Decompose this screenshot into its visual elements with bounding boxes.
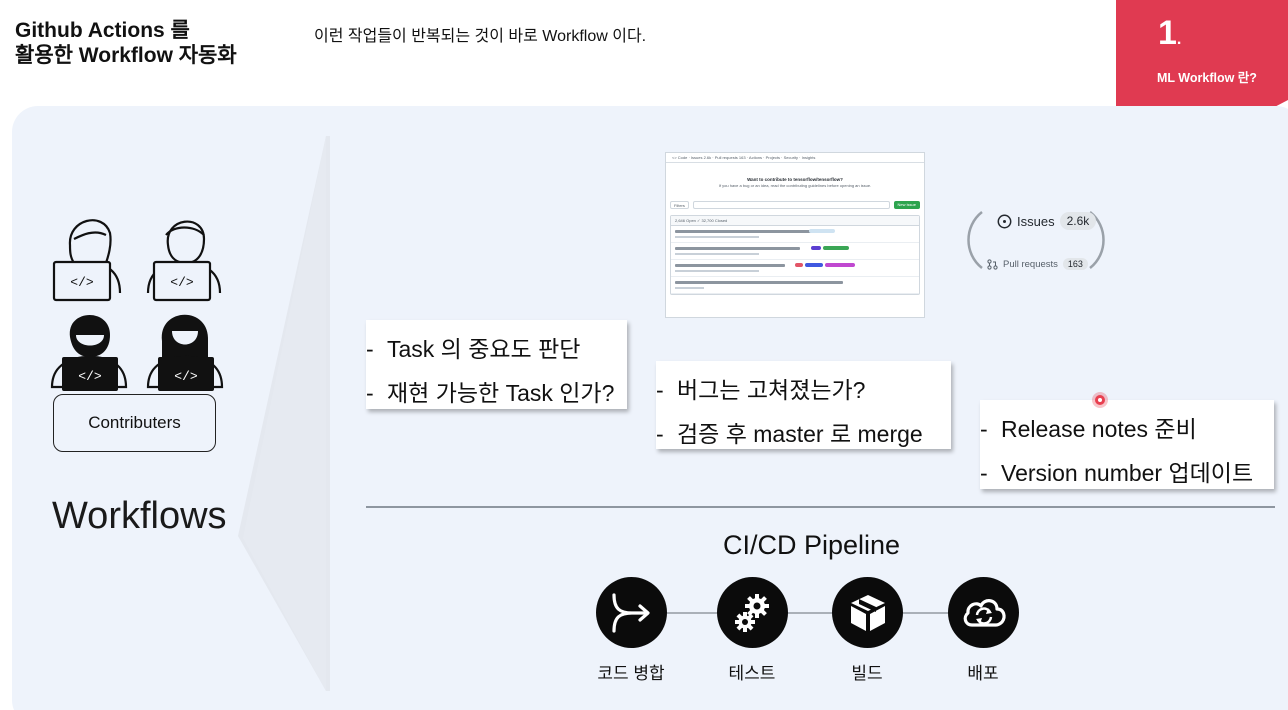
slide-title-line2: 활용한 Workflow 자동화 bbox=[15, 44, 237, 67]
pull-requests-label: Pull requests bbox=[1003, 258, 1058, 270]
github-issue-row bbox=[671, 226, 919, 243]
pipeline-title: CI/CD Pipeline bbox=[723, 530, 901, 560]
note-text: 버그는 고쳐졌는가? bbox=[677, 377, 866, 403]
stage-label-deploy: 배포 bbox=[967, 664, 999, 683]
github-filter-bar: Filters New issue bbox=[666, 193, 924, 213]
section-label: ML Workflow 란? bbox=[1157, 71, 1257, 85]
note-text: Version number 업데이트 bbox=[1001, 460, 1254, 486]
chevron-divider bbox=[238, 136, 330, 691]
developer-filled-icon: </> bbox=[146, 314, 224, 391]
pull-requests-count: 163 bbox=[1062, 258, 1088, 270]
svg-text:</>: </> bbox=[170, 275, 194, 290]
github-list-header: 2,646 Open ✓ 32,700 Closed bbox=[671, 216, 919, 226]
cloud-sync-icon bbox=[963, 598, 1006, 627]
slide-title-line1: Github Actions 를 bbox=[15, 19, 190, 42]
github-issue-row bbox=[671, 277, 919, 294]
merge-icon bbox=[611, 592, 650, 633]
pipeline-connector bbox=[667, 612, 719, 614]
pull-request-icon bbox=[987, 258, 998, 270]
slide-subtitle: 이런 작업들이 반복되는 것이 바로 Workflow 이다. bbox=[314, 28, 647, 45]
stage-label-build: 빌드 bbox=[851, 664, 883, 683]
laser-pointer-dot bbox=[1095, 395, 1105, 405]
package-icon bbox=[850, 594, 885, 631]
section-number-dot: . bbox=[1176, 31, 1182, 48]
stage-test bbox=[717, 577, 788, 648]
issues-tab: Issues 2.6k bbox=[997, 212, 1097, 230]
note-bullet: - bbox=[656, 421, 664, 447]
pipeline-connector bbox=[787, 612, 834, 614]
svg-text:</>: </> bbox=[70, 275, 94, 290]
note-text: 검증 후 master 로 merge bbox=[677, 421, 923, 447]
stage-build bbox=[832, 577, 903, 648]
issue-opened-icon bbox=[997, 214, 1012, 228]
section-divider bbox=[366, 506, 1275, 508]
contributers-box: Contributers bbox=[53, 394, 216, 452]
note-triage: -Task 의 중요도 판단 -재현 가능한 Task 인가? bbox=[366, 320, 627, 409]
note-bullet: - bbox=[656, 377, 664, 403]
note-bullet: - bbox=[366, 336, 374, 362]
stage-label-test: 테스트 bbox=[728, 664, 776, 683]
note-text: Release notes 준비 bbox=[1001, 416, 1197, 442]
issues-label: Issues bbox=[1017, 213, 1055, 229]
svg-text:</>: </> bbox=[174, 369, 198, 384]
contributors-illustration: </> </> </> </> bbox=[50, 219, 224, 391]
github-tabs: <> Code · Issues 2.6k · Pull requests 16… bbox=[666, 153, 924, 163]
pipeline-connector bbox=[903, 612, 950, 614]
github-issue-row bbox=[671, 243, 919, 260]
workflows-label: Workflows bbox=[52, 495, 227, 537]
github-banner-text: If you have a bug or an idea, read the c… bbox=[718, 183, 872, 188]
stage-deploy bbox=[948, 577, 1019, 648]
section-number: 1. bbox=[1158, 14, 1181, 53]
github-new-issue-button: New issue bbox=[893, 201, 920, 209]
developer-outline-icon: </> bbox=[146, 220, 222, 302]
developer-filled-icon: </> bbox=[50, 314, 128, 391]
svg-text:</>: </> bbox=[78, 369, 102, 384]
note-text: Task 의 중요도 판단 bbox=[387, 336, 581, 362]
developer-outline-icon: </> bbox=[52, 219, 122, 302]
github-issues-screenshot: <> Code · Issues 2.6k · Pull requests 16… bbox=[665, 152, 925, 318]
slide-title: Github Actions 를 활용한 Workflow 자동화 bbox=[15, 18, 237, 68]
note-review: -버그는 고쳐졌는가? -검증 후 master 로 merge bbox=[656, 361, 951, 449]
github-search-input bbox=[692, 201, 890, 209]
contributers-label: Contributers bbox=[88, 413, 181, 432]
note-bullet: - bbox=[980, 416, 988, 442]
section-number-digit: 1 bbox=[1158, 14, 1177, 52]
stage-label-merge: 코드 병합 bbox=[597, 664, 665, 683]
note-bullet: - bbox=[366, 380, 374, 406]
note-release: -Release notes 준비 -Version number 업데이트 bbox=[980, 400, 1274, 489]
github-banner-title: Want to contribute to tensorflow/tensorf… bbox=[747, 177, 843, 182]
note-bullet: - bbox=[980, 460, 988, 486]
stage-merge bbox=[596, 577, 667, 648]
note-text: 재현 가능한 Task 인가? bbox=[387, 380, 615, 406]
github-banner: Want to contribute to tensorflow/tensorf… bbox=[666, 163, 924, 193]
issues-count: 2.6k bbox=[1059, 212, 1097, 230]
github-issue-list: 2,646 Open ✓ 32,700 Closed bbox=[670, 215, 920, 295]
gears-icon bbox=[734, 593, 769, 632]
issues-widget: Issues 2.6k Pull requests 163 bbox=[966, 202, 1106, 277]
pull-requests-tab: Pull requests 163 bbox=[987, 258, 1088, 270]
github-issue-row bbox=[671, 260, 919, 277]
github-filters-button: Filters bbox=[670, 201, 689, 209]
